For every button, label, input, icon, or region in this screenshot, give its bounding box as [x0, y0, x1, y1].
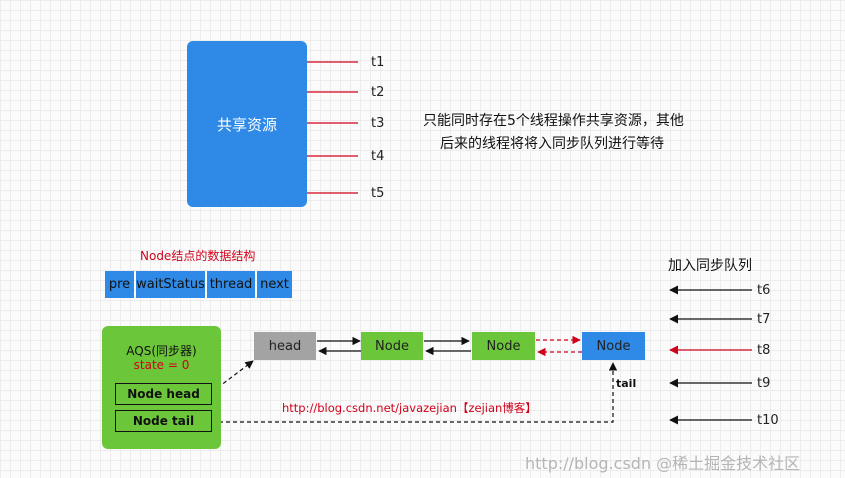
thread-label-t10: t10 [757, 413, 779, 428]
thread-label-t2: t2 [371, 85, 385, 100]
source-url: http://blog.csdn.net/javazejian【zejian博客… [282, 401, 537, 415]
note-line-2: 后来的线程将将入同步队列进行等待 [440, 136, 664, 152]
tail-label: tail [616, 377, 637, 390]
thread-label-t1: t1 [371, 55, 385, 70]
thread-label-t5: t5 [371, 186, 385, 201]
thread-label-t6: t6 [757, 283, 771, 298]
node-structure-title: Node结点的数据结构 [140, 249, 256, 263]
queue-node-2: Node [472, 332, 535, 360]
thread-label-t7: t7 [757, 312, 771, 327]
thread-label-t9: t9 [757, 376, 771, 391]
shared-resource-label: 共享资源 [216, 115, 277, 134]
shared-resource-box: 共享资源 [187, 41, 307, 207]
field-next: next [257, 271, 292, 298]
note-line-1: 只能同时存在5个线程操作共享资源，其他 [423, 113, 684, 129]
aqs-head-field: Node head [115, 383, 212, 405]
field-waitstatus: waitStatus [136, 271, 205, 298]
thread-label-t8: t8 [757, 343, 771, 358]
queue-node-tail: Node [582, 332, 645, 360]
aqs-state: state = 0 [133, 358, 190, 372]
queue-header: 加入同步队列 [668, 258, 752, 274]
watermark: http://blog.csdn @稀土掘金技术社区 [525, 454, 801, 473]
tail-pointer-arrow [212, 362, 618, 423]
aqs-tail-field: Node tail [115, 410, 212, 432]
queue-node-1: Node [361, 332, 423, 360]
queue-node-head: head [254, 332, 316, 360]
thread-label-t3: t3 [371, 116, 385, 131]
thread-label-t4: t4 [371, 149, 385, 164]
field-thread: thread [207, 271, 255, 298]
aqs-title: AQS(同步器) [126, 344, 197, 358]
field-pre: pre [105, 271, 134, 298]
